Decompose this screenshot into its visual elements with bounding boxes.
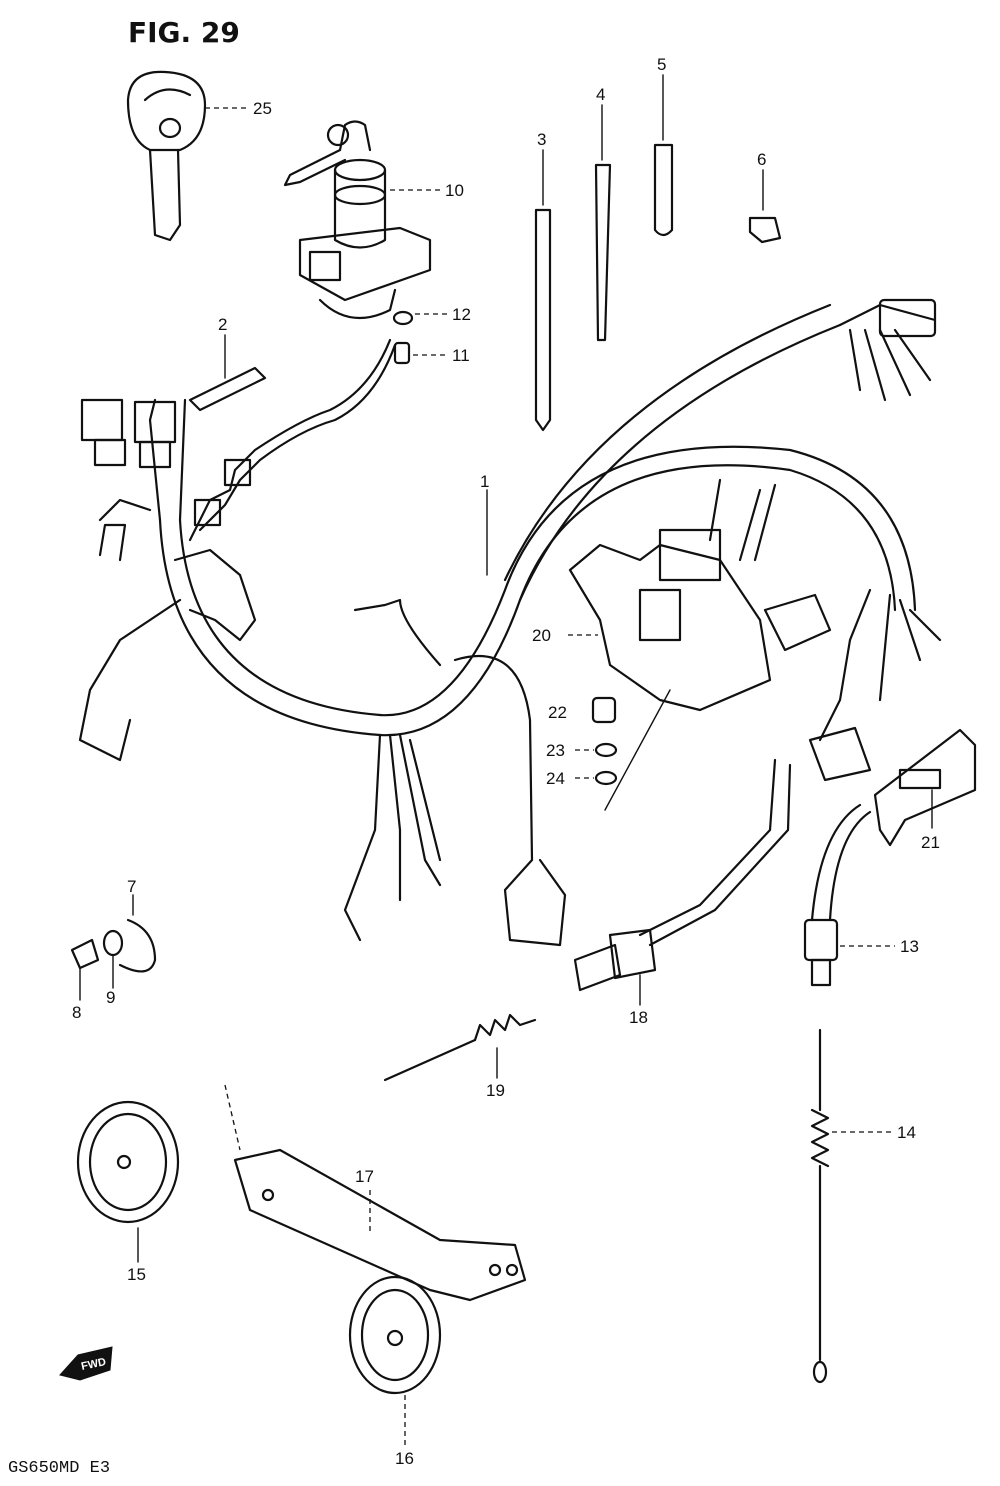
callout-20: 20 [532,626,551,645]
callout-8: 8 [72,1003,81,1022]
callout-18: 18 [629,1008,648,1027]
callout-3: 3 [537,130,546,149]
washer-part-9: 9 [102,929,124,1007]
bracket-part-21: 21 [873,728,977,852]
clamp-part-3: 3 [534,130,552,432]
forward-arrow-icon: FWD [59,1346,113,1381]
callout-10: 10 [445,181,464,200]
relay-bracket-part-20: 20 [532,478,777,811]
callout-24: 24 [546,769,565,788]
clamp-part-5: 5 [653,55,674,237]
key-part-25: 25 [126,70,272,242]
washer-part-24: 24 [546,769,618,788]
callout-9: 9 [106,988,115,1007]
wiring-harness-part-1: 1 [78,298,942,947]
model-label: GS650MD E3 [8,1459,110,1478]
callout-25: 25 [253,99,272,118]
callout-19: 19 [486,1081,505,1100]
callout-7: 7 [127,877,136,896]
bolt-part-11: 11 [393,341,470,365]
callout-4: 4 [596,85,605,104]
switch-part-13: 13 [803,803,919,987]
callout-21: 21 [921,833,940,852]
clamp-part-4: 4 [594,85,612,342]
callout-5: 5 [657,55,666,74]
callout-2: 2 [218,315,227,334]
figure-title: FIG. 29 [128,16,240,49]
horn-part-15: 15 [76,1100,180,1284]
fuse-part-2: 2 [188,315,267,412]
callout-23: 23 [546,741,565,760]
fwd-label: FWD [80,1356,107,1373]
callout-16: 16 [395,1449,414,1468]
washer-part-12: 12 [392,305,471,326]
callout-6: 6 [757,150,766,169]
bolt-part-22: 22 [548,696,617,724]
callout-12: 12 [452,305,471,324]
callout-1: 1 [480,472,489,491]
clamp-part-6: 6 [748,150,782,244]
callout-11: 11 [452,346,470,365]
clamp-part-7: 7 [118,877,157,973]
spring-part-14: 14 [810,1028,916,1384]
ignition-switch-part-10: 10 [283,120,464,320]
horn-bracket-part-17: 17 [224,1084,527,1302]
horn-part-16 [348,1275,442,1445]
callout-22: 22 [548,703,567,722]
callout-14: 14 [897,1123,916,1142]
callout-13: 13 [900,937,919,956]
lockwasher-part-23: 23 [546,741,618,760]
spring-part-19: 19 [383,1013,537,1100]
brake-switch-part-18: 18 [573,758,792,1027]
callout-17: 17 [355,1167,374,1186]
callout-15: 15 [127,1265,146,1284]
screw-part-8: 8 [70,938,100,1022]
